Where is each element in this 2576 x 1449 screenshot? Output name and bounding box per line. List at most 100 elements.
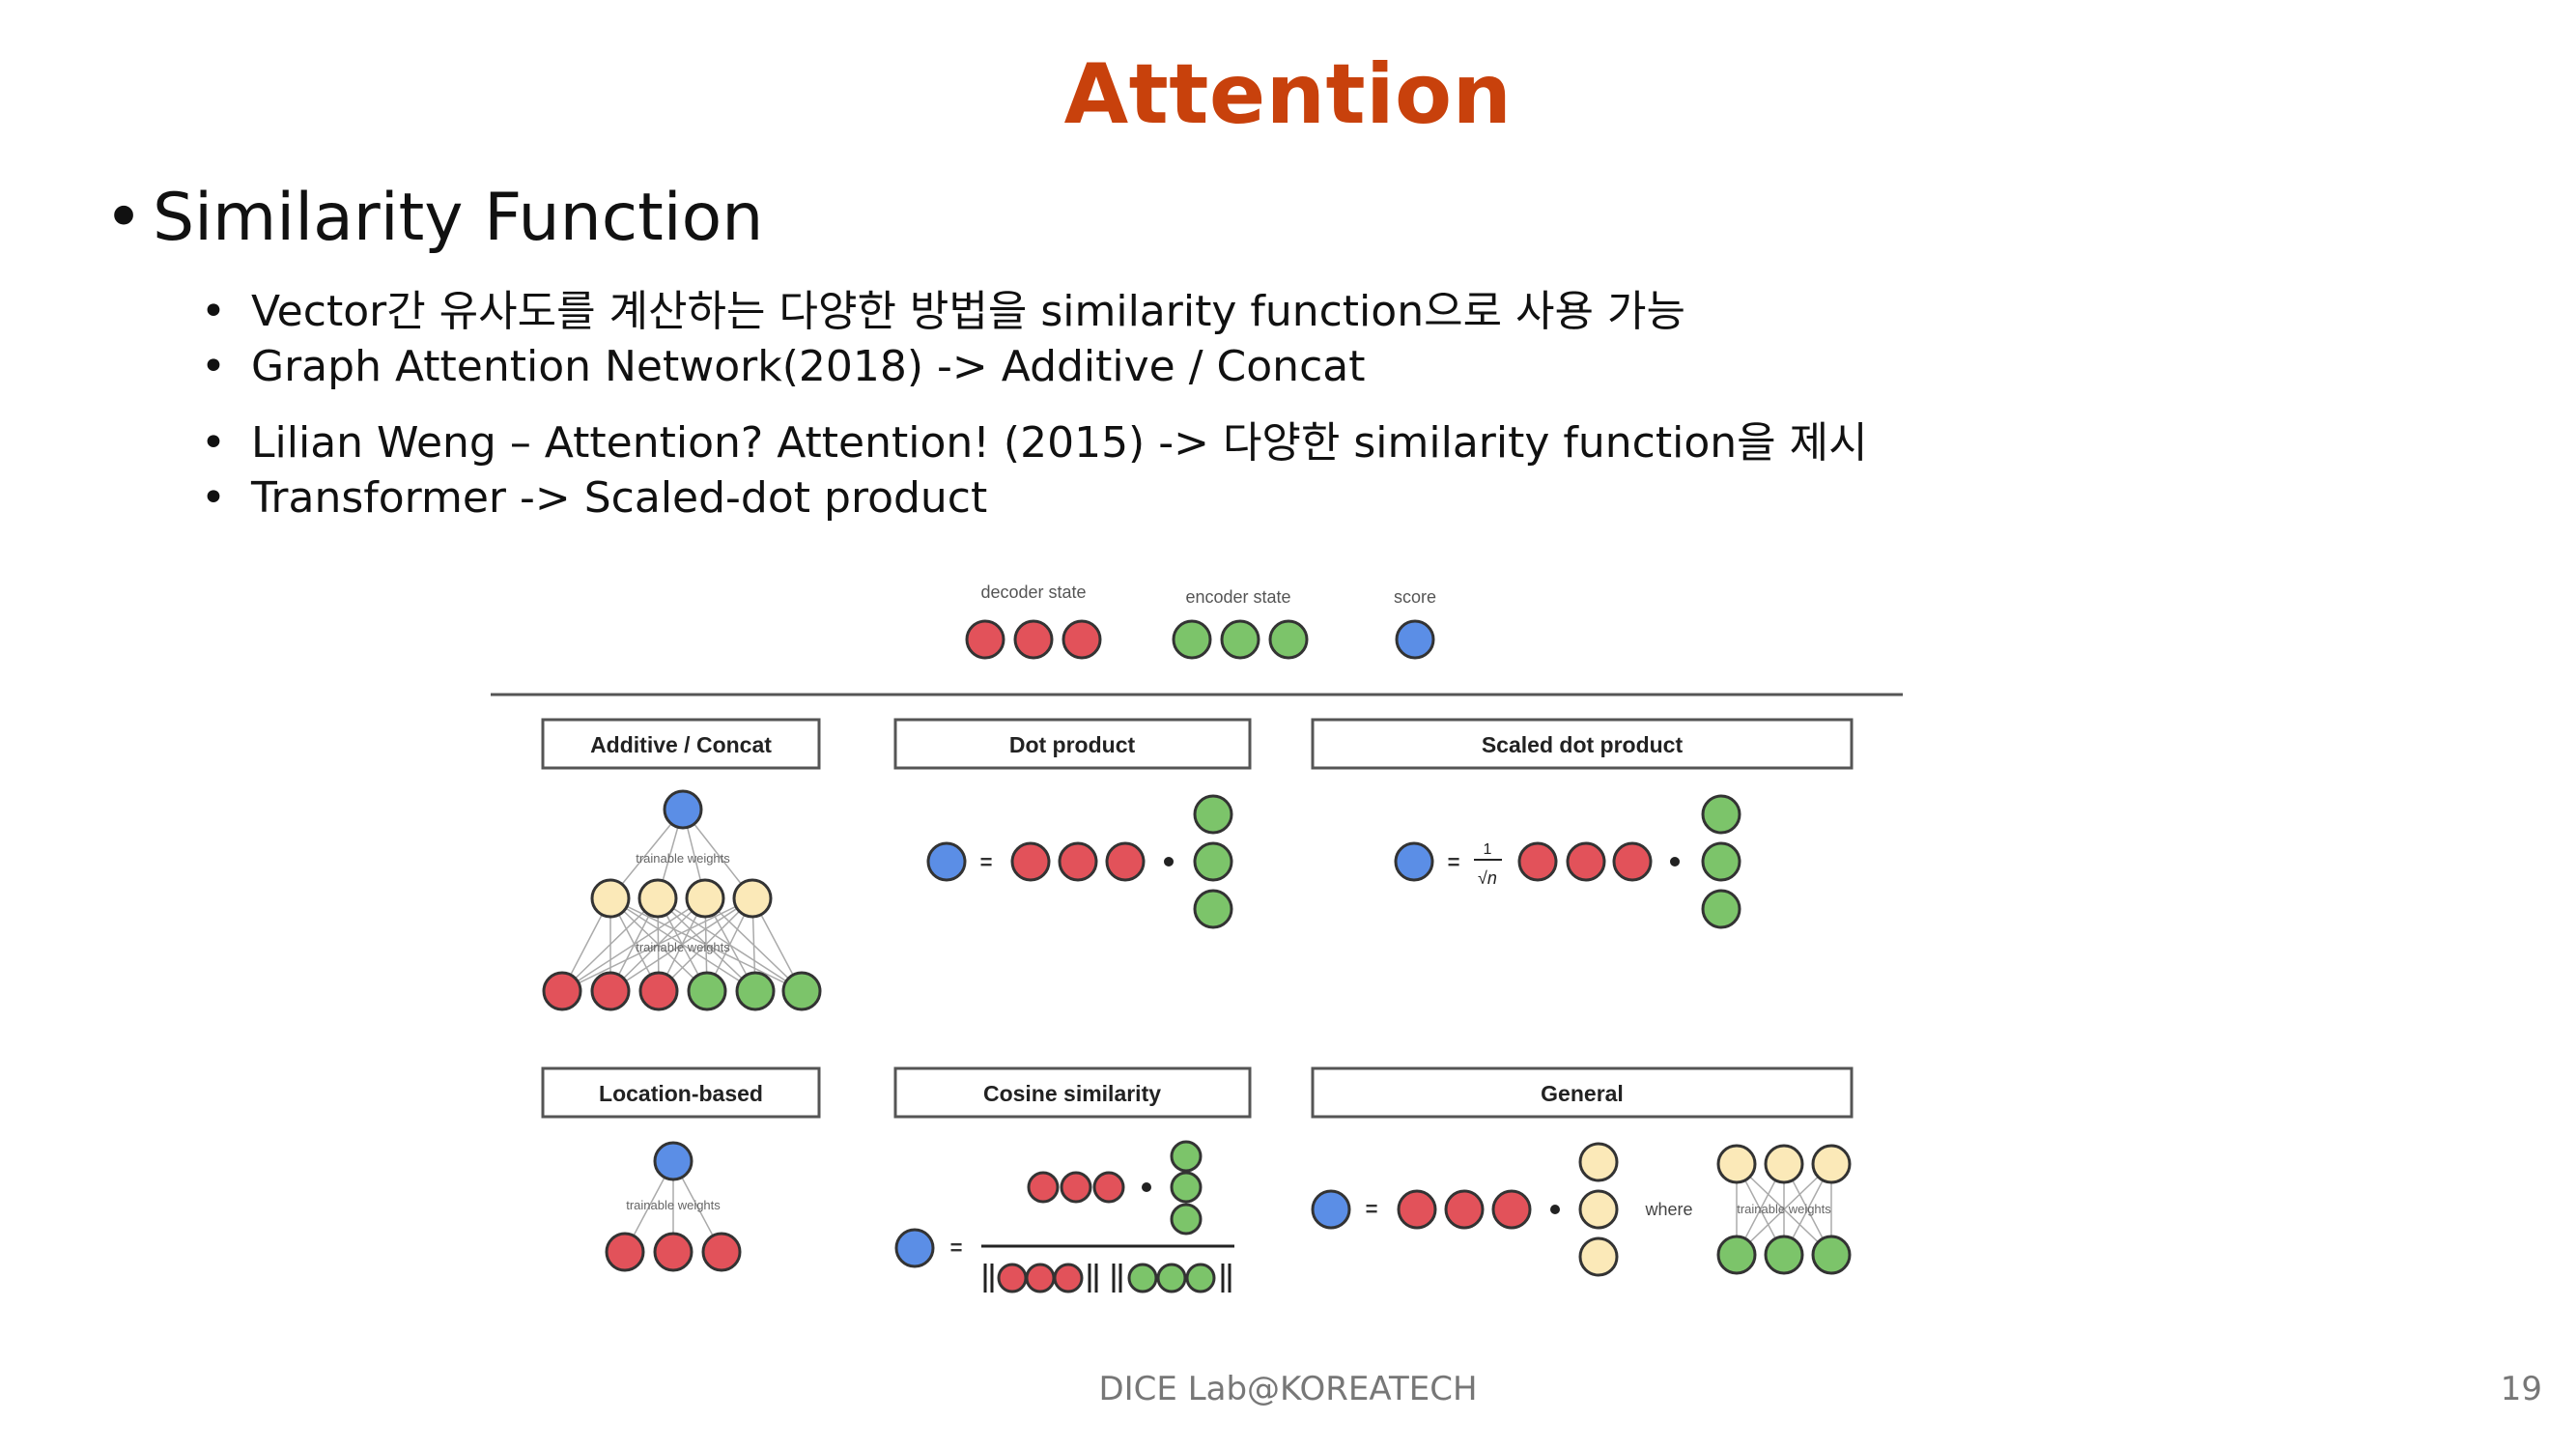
hidden-node (590, 878, 631, 919)
hidden-node (1716, 1144, 1757, 1184)
panel-dot-product: Dot product (893, 718, 1252, 770)
additive-network: trainable weights trainable weights (542, 789, 822, 1011)
multiply-dot (1670, 857, 1680, 867)
decoder-state-node (1027, 1171, 1060, 1204)
panel-additive: Additive / Concat (541, 718, 821, 770)
score-node (663, 789, 703, 830)
multiply-dot (1550, 1205, 1560, 1214)
panel-location-based: Location-based (541, 1066, 821, 1119)
encoder-state-node (781, 971, 822, 1011)
encoder-state-node (1220, 619, 1260, 660)
encoder-state-node (687, 971, 727, 1011)
multiply-dot (1142, 1182, 1151, 1192)
encoder-state-node (1170, 1140, 1203, 1173)
decoder-state-node (997, 1263, 1028, 1293)
hidden-node (732, 878, 773, 919)
decoder-state-node (1491, 1189, 1532, 1230)
decoder-state-node (605, 1232, 645, 1272)
encoder-state-node (1193, 794, 1233, 835)
panel-general: General (1311, 1066, 1854, 1119)
bullet-dot: • (201, 418, 226, 468)
decoder-state-node (1010, 841, 1051, 882)
fraction-denominator: √n (1478, 868, 1497, 888)
hidden-node (685, 878, 725, 919)
encoder-state-node (1193, 841, 1233, 882)
encoder-state-node (735, 971, 776, 1011)
decoder-state-node (542, 971, 582, 1011)
legend-score-label: score (1394, 587, 1436, 607)
decoder-state-node (1444, 1189, 1485, 1230)
encoder-state-node (1193, 889, 1233, 929)
hidden-node (1764, 1144, 1804, 1184)
equals-sign: = (1366, 1197, 1378, 1221)
bullet-text: Graph Attention Network(2018) -> Additiv… (251, 342, 1366, 391)
decoder-state-node (1053, 1263, 1084, 1293)
encoder-state-node (1764, 1235, 1804, 1275)
decoder-state-node (1566, 841, 1606, 882)
norm-bars (983, 1264, 1231, 1293)
decoder-state-node (965, 619, 1005, 660)
trainable-weights-label: trainable weights (636, 940, 730, 954)
bullet-item: • Vector간 유사도를 계산하는 다양한 방법을 similarity fu… (201, 276, 1685, 338)
bullet-text: Vector간 유사도를 계산하는 다양한 방법을 similarity fun… (251, 287, 1685, 336)
decoder-state-node (701, 1232, 742, 1272)
bullet-dot: • (104, 180, 144, 256)
scaled-dot-product-formula: = 1 √n (1394, 794, 1741, 929)
hidden-node (1578, 1189, 1619, 1230)
encoder-state-node (1716, 1235, 1757, 1275)
score-node (653, 1141, 694, 1181)
footer-lab-name: DICE Lab@KOREATECH (1098, 1370, 1478, 1408)
legend-decoder-label: decoder state (980, 582, 1086, 602)
score-node (894, 1228, 935, 1268)
encoder-state-node (1811, 1235, 1852, 1275)
hidden-node (1578, 1236, 1619, 1277)
encoder-state-node (1156, 1263, 1187, 1293)
heading-text: Similarity Function (153, 180, 764, 256)
decoder-state-node (1013, 619, 1054, 660)
encoder-state-node (1172, 619, 1212, 660)
fraction-numerator: 1 (1484, 841, 1492, 858)
decoder-state-node (1092, 1171, 1125, 1204)
legend: decoder state encoder state score (965, 582, 1436, 660)
encoder-state-node (1185, 1263, 1216, 1293)
location-based-network: trainable weights (605, 1141, 742, 1272)
legend-encoder-label: encoder state (1185, 587, 1290, 607)
cosine-similarity-formula: = (894, 1140, 1234, 1293)
bullet-dot: • (201, 342, 226, 391)
trainable-weights-label: trainable weights (626, 1198, 721, 1212)
page-number: 19 (2500, 1370, 2542, 1408)
slide-title: Attention (1063, 46, 1513, 143)
bullet-dot: • (201, 287, 226, 336)
equals-sign: = (950, 1236, 963, 1260)
panel-title: Additive / Concat (590, 732, 772, 757)
panel-title: Location-based (599, 1081, 763, 1106)
decoder-state-node (638, 971, 679, 1011)
where-label: where (1644, 1200, 1692, 1219)
encoder-state-node (1170, 1203, 1203, 1236)
decoder-state-node (653, 1232, 694, 1272)
equals-sign: = (980, 850, 993, 874)
score-node (1394, 841, 1434, 882)
multiply-dot (1164, 857, 1174, 867)
encoder-state-node (1170, 1171, 1203, 1204)
panel-title: Cosine similarity (983, 1081, 1161, 1106)
hidden-node (1811, 1144, 1852, 1184)
bullet-item: • Lilian Weng – Attention? Attention! (20… (201, 408, 1868, 469)
dot-product-formula: = (926, 794, 1233, 929)
bullet-item: •Transformer -> Scaled-dot product (201, 473, 987, 523)
equals-sign: = (1448, 850, 1460, 874)
score-node (1395, 619, 1435, 660)
panel-cosine-similarity: Cosine similarity (893, 1066, 1252, 1119)
encoder-state-node (1701, 889, 1741, 929)
hidden-node (1578, 1142, 1619, 1182)
heading-similarity-function: •Similarity Function (104, 180, 763, 256)
bullet-dot: • (201, 473, 226, 523)
general-formula: = where trainable weights (1311, 1142, 1852, 1277)
score-node (1311, 1189, 1351, 1230)
encoder-state-node (1127, 1263, 1158, 1293)
decoder-state-node (1060, 1171, 1092, 1204)
trainable-weights-label: trainable weights (636, 851, 730, 866)
bullet-text: Lilian Weng – Attention? Attention! (201… (251, 418, 1868, 468)
decoder-state-node (1397, 1189, 1437, 1230)
